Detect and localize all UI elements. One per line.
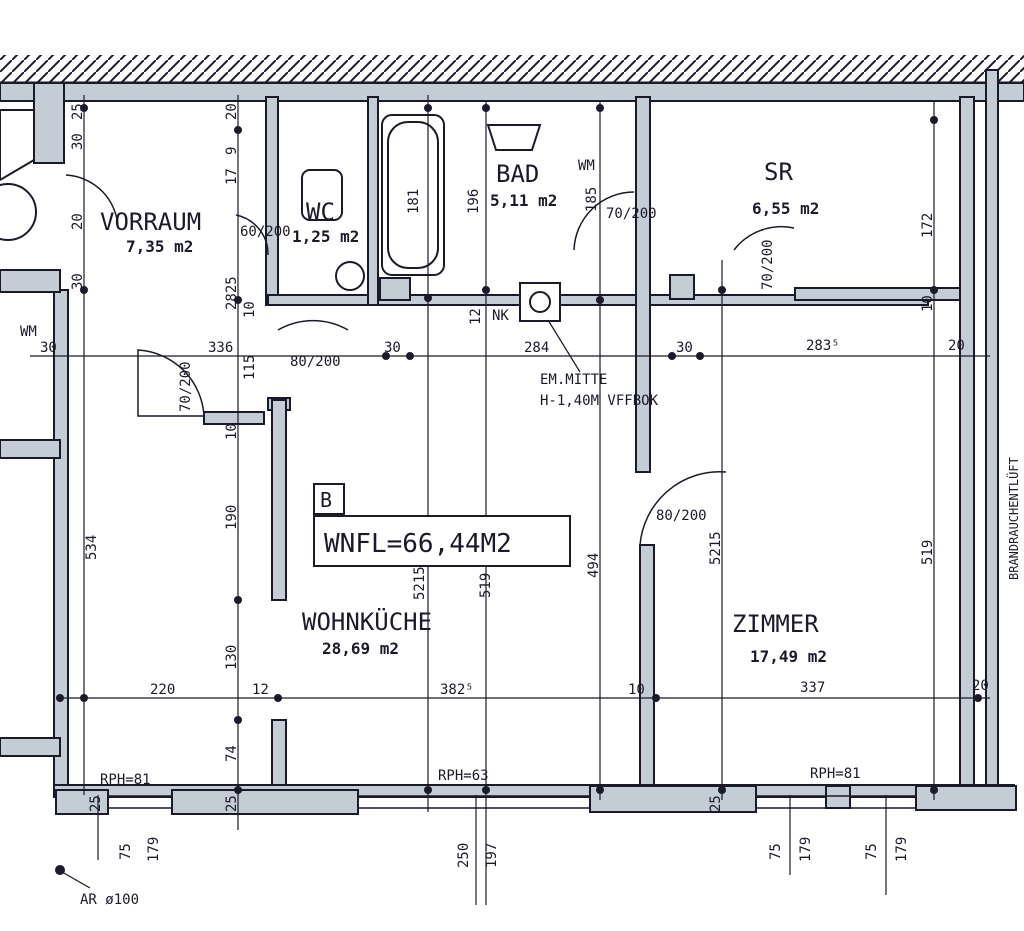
horizontal-dimensions: 336 30 284 30 283⁵ 20 220 12 382⁵ 10 337… (40, 338, 989, 698)
dim-v: 74 (224, 745, 240, 762)
dim-v: 17 (224, 168, 240, 185)
dim-v: 534 (84, 535, 100, 560)
dim-v: 10 (242, 301, 258, 318)
vertical-dimensions: 25 30 20 30 9 20 17 2825 10 115 10 190 1… (70, 103, 936, 868)
window-label-1: RPH=81 (100, 772, 151, 788)
dim-v: 519 (478, 573, 494, 598)
door-size: 70/200 (178, 361, 194, 412)
dim-h: 20 (972, 678, 989, 694)
dim-v: 25 (70, 103, 86, 120)
dim-h: 336 (208, 340, 233, 356)
doors (65, 174, 795, 546)
dim-v: 30 (70, 133, 86, 150)
room-area-wohnkueche: 28,69 m2 (322, 639, 399, 658)
dim-v: 196 (466, 189, 482, 214)
door-size: 80/200 (290, 354, 341, 370)
window-label-3: RPH=81 (810, 766, 861, 782)
dim-v: 5215 (708, 531, 724, 565)
dim-h: 30 (676, 340, 693, 356)
dim-v: 172 (920, 213, 936, 238)
room-area-bad: 5,11 m2 (490, 191, 557, 210)
note-em-line2: H-1,40M VFFBOK (540, 393, 659, 409)
dim-v: 179 (894, 837, 910, 862)
door-size-labels: 60/200 70/200 70/200 80/200 70/200 80/20… (178, 206, 776, 524)
dimension-dots (55, 104, 982, 875)
dim-v: 190 (224, 505, 240, 530)
door-size: 60/200 (240, 224, 291, 240)
dim-v: 130 (224, 645, 240, 670)
dim-v: 25 (88, 795, 104, 812)
dim-v: 10 (224, 423, 240, 440)
room-name-wohnkueche: WOHNKÜCHE (302, 607, 432, 636)
dim-v: 12 (468, 308, 484, 325)
dim-h: 30 (40, 340, 57, 356)
note-em-line1: EM.MITTE (540, 372, 607, 388)
dim-v: 20 (224, 103, 240, 120)
label-wm-bad: WM (578, 158, 595, 174)
label-wm-left: WM (20, 324, 37, 340)
room-name-bad: BAD (496, 160, 539, 188)
floor-drain (335, 261, 365, 291)
window-label-2: RPH=63 (438, 768, 489, 784)
unit-label: B (320, 488, 332, 512)
dim-h: 12 (252, 682, 269, 698)
dim-v: 75 (864, 843, 880, 860)
note-ar: AR ø100 (80, 892, 139, 908)
dim-h: 20 (948, 338, 965, 354)
room-name-zimmer: ZIMMER (732, 610, 819, 638)
dim-v: 25 (224, 795, 240, 812)
room-area-zimmer: 17,49 m2 (750, 647, 827, 666)
dim-v: 179 (146, 837, 162, 862)
total-area-label: WNFL=66,44M2 (324, 529, 512, 559)
door-size: 70/200 (760, 239, 776, 290)
outer-wall-hatch (0, 55, 1024, 83)
dim-v: 20 (70, 213, 86, 230)
stair (0, 109, 35, 182)
dim-h: 284 (524, 340, 549, 356)
room-area-sr: 6,55 m2 (752, 199, 819, 218)
dim-h: 382⁵ (440, 682, 474, 698)
dim-v: 197 (484, 843, 500, 868)
dim-v: 250 (456, 843, 472, 868)
label-nk: NK (492, 308, 509, 324)
dim-v: 115 (242, 355, 258, 380)
dim-h: 283⁵ (806, 338, 840, 354)
room-name-vorraum: VORRAUM (100, 208, 201, 236)
dim-v: 519 (920, 540, 936, 565)
dim-v: 185 (584, 187, 600, 212)
dimension-lines (30, 95, 990, 905)
dim-v: 75 (118, 843, 134, 860)
dim-v: 494 (586, 553, 602, 578)
dim-v: 75 (768, 843, 784, 860)
dim-v: 181 (406, 189, 422, 214)
dim-h: 220 (150, 682, 175, 698)
room-labels: VORRAUM 7,35 m2 WC 1,25 m2 BAD 5,11 m2 S… (100, 158, 827, 666)
note-side: BRANDRAUCHENTLÜFT (1005, 457, 1021, 580)
room-name-wc: WC (306, 198, 335, 226)
dim-h: 10 (628, 682, 645, 698)
windows (108, 795, 916, 809)
dim-v: 5215 (412, 566, 428, 600)
door-size: 80/200 (656, 508, 707, 524)
room-area-vorraum: 7,35 m2 (126, 237, 193, 256)
toilet (301, 169, 343, 221)
dim-h: 337 (800, 680, 825, 696)
dim-v: 30 (70, 273, 86, 290)
fixtures (0, 109, 561, 322)
dim-v: 25 (708, 795, 724, 812)
washbasin (486, 124, 542, 151)
dim-v: 9 (224, 147, 240, 155)
unit-label-box (313, 483, 345, 515)
dim-v: 179 (798, 837, 814, 862)
room-name-sr: SR (764, 158, 793, 186)
total-area-box (313, 515, 571, 567)
dim-h: 30 (384, 340, 401, 356)
room-area-wc: 1,25 m2 (292, 227, 359, 246)
dim-v: 10 (920, 295, 936, 312)
dim-v: 2825 (224, 276, 240, 310)
door-size: 70/200 (606, 206, 657, 222)
